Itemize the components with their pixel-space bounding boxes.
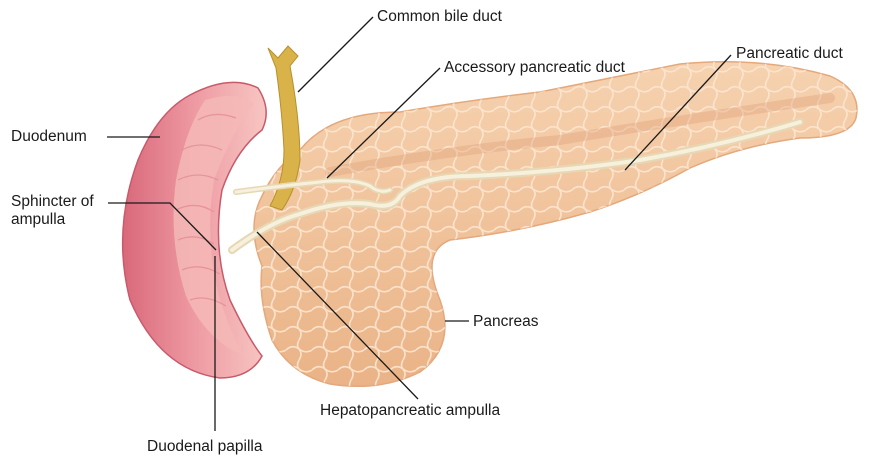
label-pancreas: Pancreas — [473, 313, 538, 331]
pancreas-shape — [254, 62, 857, 387]
duodenum-shape — [123, 82, 267, 378]
leader-common-bile-duct — [298, 17, 373, 92]
label-duodenal-papilla: Duodenal papilla — [147, 438, 262, 456]
label-pancreatic-duct: Pancreatic duct — [736, 45, 843, 63]
label-sphincter-of-ampulla: Sphincter of ampulla — [11, 193, 111, 229]
label-common-bile-duct: Common bile duct — [377, 8, 502, 26]
label-duodenum: Duodenum — [11, 128, 87, 146]
label-accessory-pancreatic-duct: Accessory pancreatic duct — [444, 59, 625, 77]
label-hepatopancreatic-ampulla: Hepatopancreatic ampulla — [320, 402, 500, 420]
